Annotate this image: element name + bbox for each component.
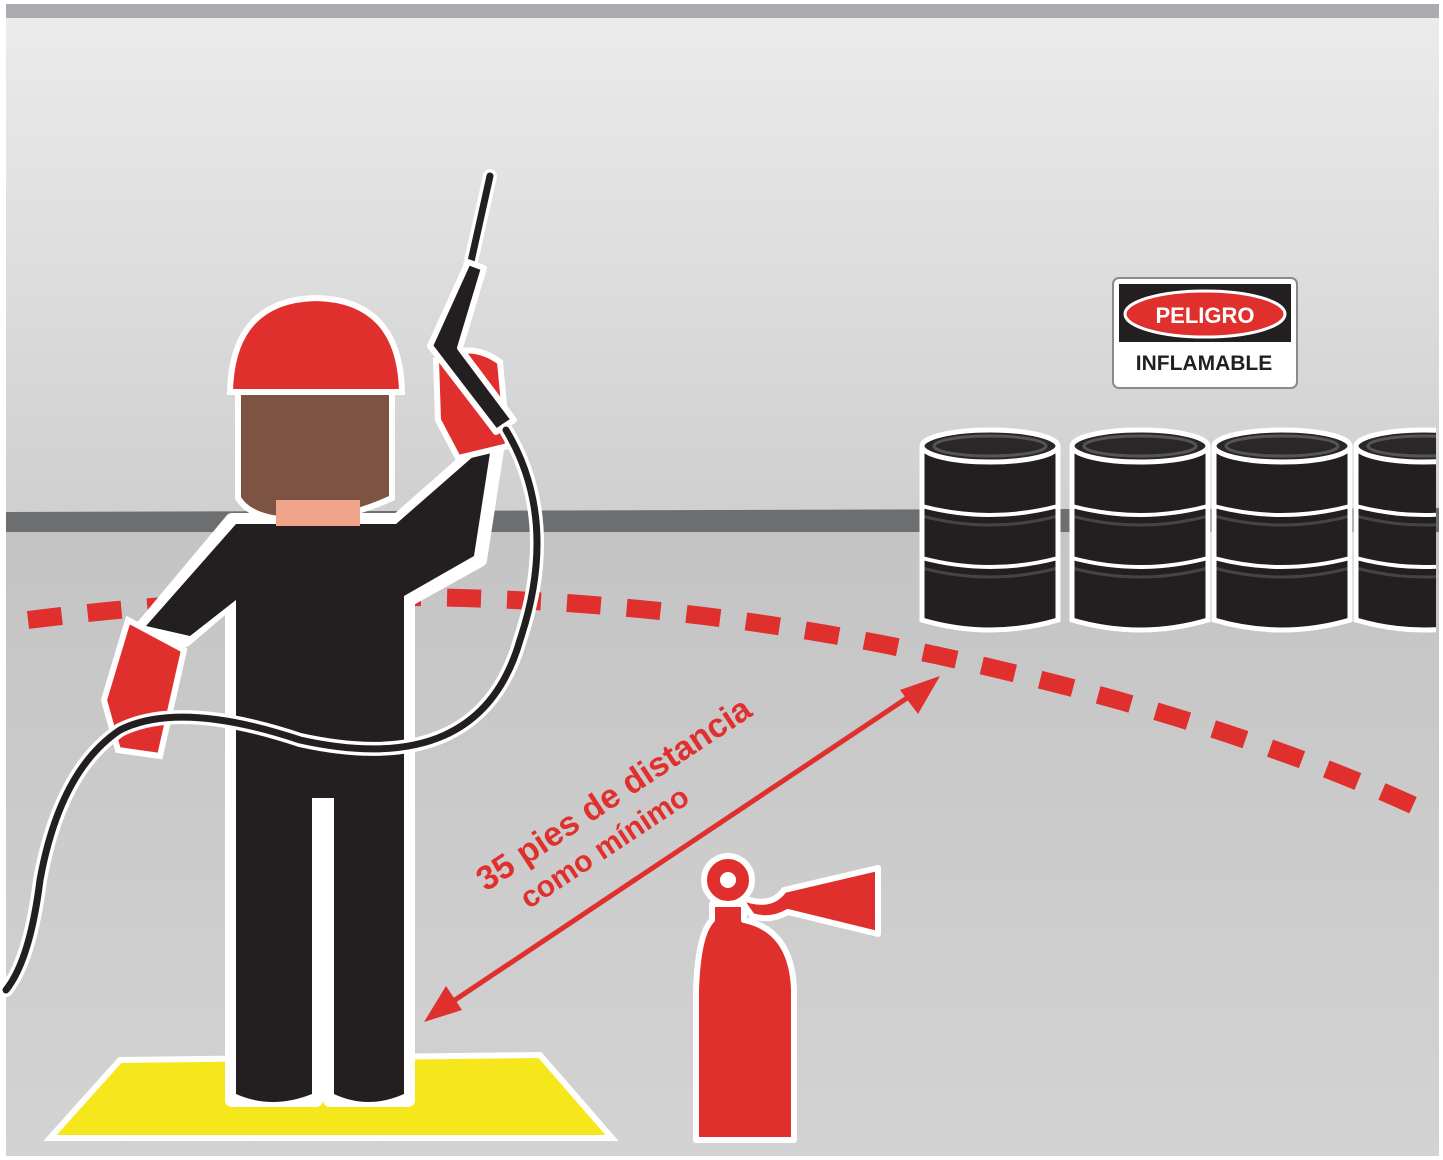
oil-drum-icon [1356,430,1443,630]
oil-drum-icon [1072,430,1208,630]
oil-drums [922,430,1443,630]
top-border [6,4,1439,18]
oil-drum-icon [1214,430,1350,630]
sign-body: INFLAMABLE [1136,352,1272,375]
sign-header: PELIGRO [1155,303,1254,328]
danger-sign: PELIGRO INFLAMABLE [1113,278,1297,388]
oil-drum-icon [922,430,1058,630]
